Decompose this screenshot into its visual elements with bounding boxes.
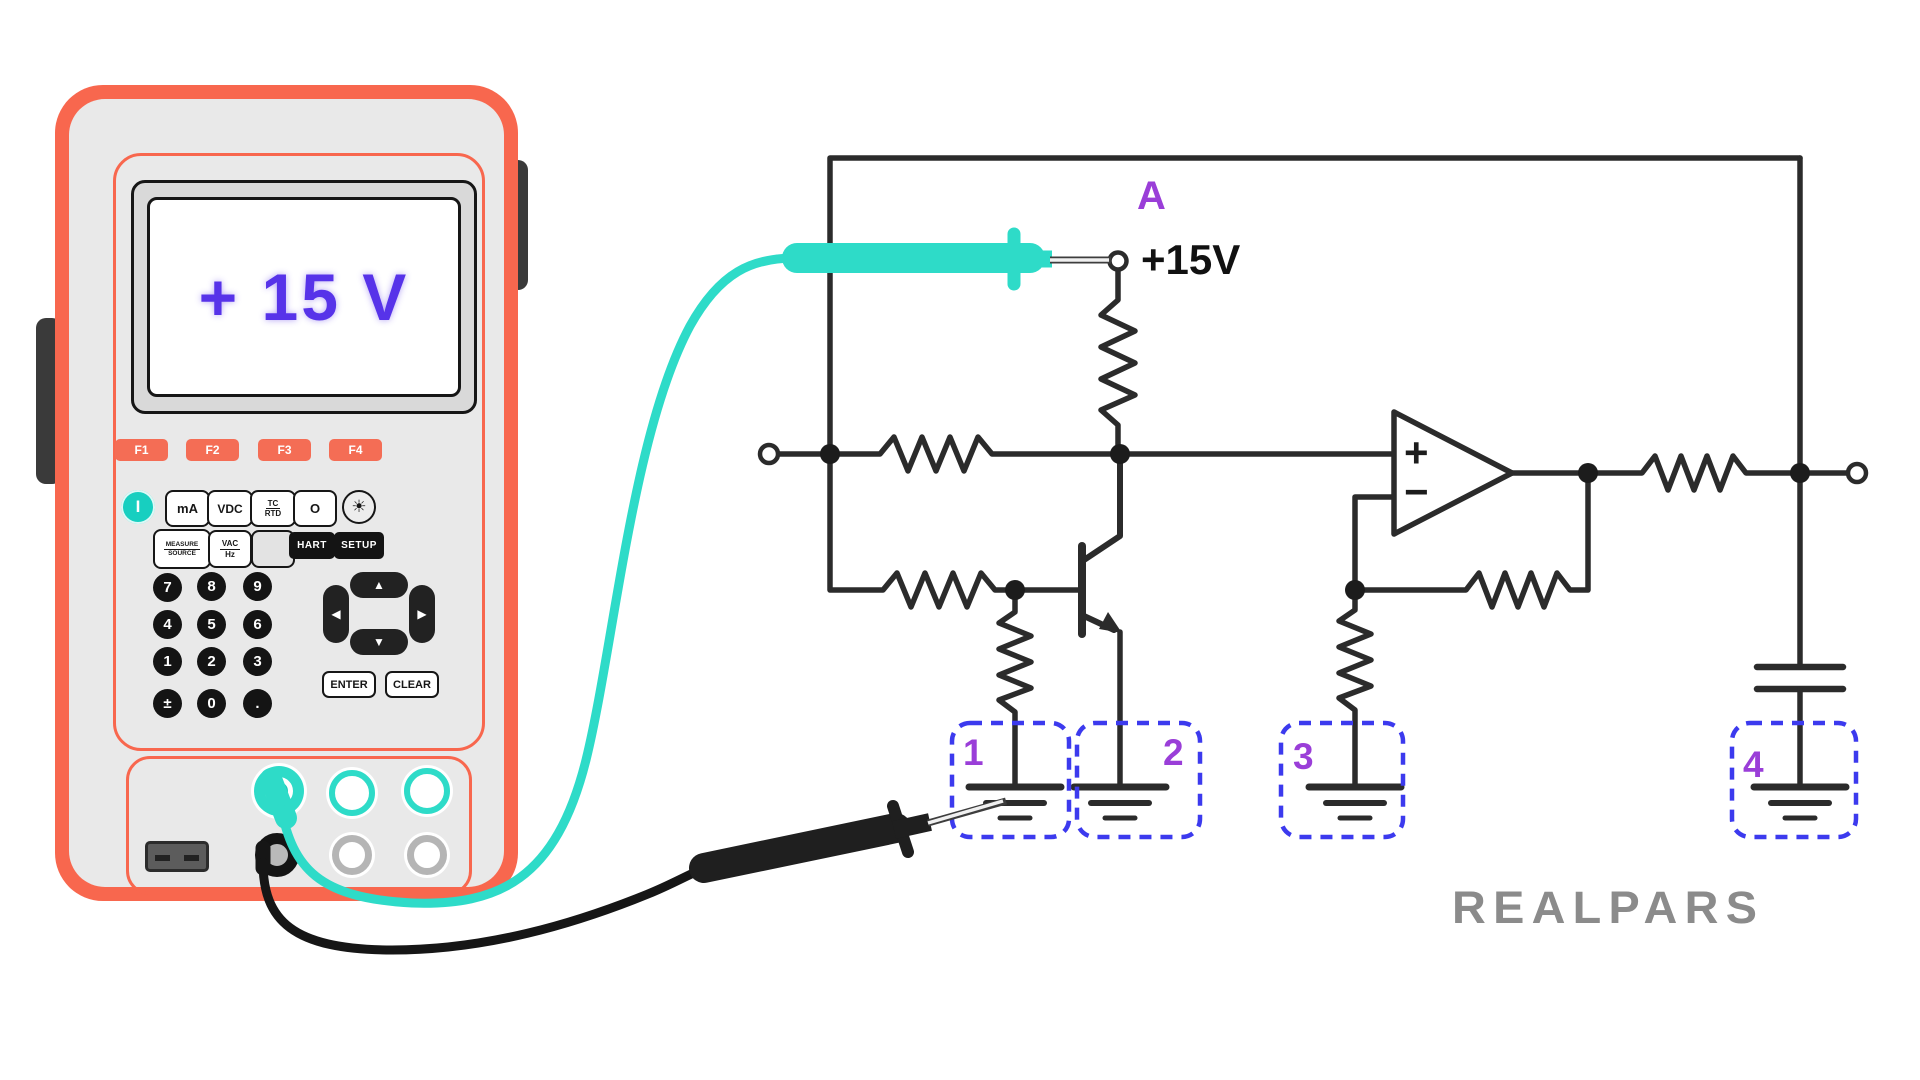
opamp-triangle — [1391, 409, 1515, 537]
input-terminal — [757, 442, 781, 466]
arrow-right-button[interactable]: ▶ — [409, 585, 435, 643]
key-3[interactable]: 3 — [243, 647, 272, 676]
transistor-emitter — [1081, 613, 1117, 633]
sun-icon: ☀ — [351, 497, 367, 516]
setup-button[interactable]: SETUP — [334, 532, 384, 559]
arrow-up-button[interactable]: ▲ — [350, 572, 408, 598]
dashed-box-4 — [1729, 720, 1859, 840]
power-button[interactable]: I — [121, 490, 155, 524]
ground-probe-collar — [887, 800, 914, 858]
ground-probe-tip — [927, 799, 1004, 825]
resistor-supply — [1098, 267, 1138, 457]
resistor-ground3 — [1336, 587, 1374, 790]
process-calibrator: + 15 V F1 F2 F3 F4 I mA VDC TC RTD O ☀ M… — [55, 85, 518, 901]
vac-hz-button[interactable]: VAC Hz — [208, 530, 252, 568]
transistor-collector — [1081, 451, 1123, 563]
enter-button[interactable]: ENTER — [322, 671, 376, 698]
circuit-wires — [775, 155, 1851, 790]
junction-dots — [820, 444, 1810, 600]
supply-test-point — [1107, 250, 1129, 272]
ground-highlight-boxes — [949, 720, 1859, 840]
softkey-f4[interactable]: F4 — [329, 439, 382, 461]
ground-4-symbol — [1750, 783, 1850, 821]
key-plusminus[interactable]: ± — [153, 689, 182, 718]
tc-rtd-button[interactable]: TC RTD — [250, 490, 296, 527]
resistor-input-bottom — [827, 451, 1085, 610]
key-9[interactable]: 9 — [243, 572, 272, 601]
ground-3-symbol — [1305, 783, 1405, 821]
ohms-button[interactable]: O — [293, 490, 337, 527]
vdc-button[interactable]: VDC — [207, 490, 253, 527]
ground-probe-body — [689, 813, 911, 883]
backlight-button[interactable]: ☀ — [342, 490, 376, 524]
arrow-left-icon: ◀ — [331, 607, 341, 621]
display-value: + 15 V — [198, 260, 410, 334]
voltage-lead-plug[interactable] — [254, 766, 304, 816]
measure-label: MEASURE — [163, 541, 201, 550]
jack-top-middle[interactable] — [329, 770, 375, 816]
top-rail-wire — [827, 155, 1803, 457]
ground-tag-2: 2 — [1163, 732, 1184, 773]
key-2[interactable]: 2 — [197, 647, 226, 676]
output-terminal — [1845, 461, 1869, 485]
ground-symbols — [965, 783, 1850, 821]
dashed-box-2 — [1074, 720, 1203, 840]
supply-voltage-label: +15V — [1141, 236, 1241, 283]
jack-bottom-middle[interactable] — [332, 835, 372, 875]
source-label: SOURCE — [168, 549, 196, 557]
arrow-up-icon: ▲ — [373, 578, 385, 592]
usb-port[interactable] — [145, 841, 209, 872]
ground-2-symbol — [1070, 783, 1170, 821]
jack-bottom-right[interactable] — [407, 835, 447, 875]
tc-label: TC — [265, 498, 281, 509]
arrow-left-button[interactable]: ◀ — [323, 585, 349, 643]
key-5[interactable]: 5 — [197, 610, 226, 639]
key-6[interactable]: 6 — [243, 610, 272, 639]
arrow-down-button[interactable]: ▼ — [350, 629, 408, 655]
softkey-f3[interactable]: F3 — [258, 439, 311, 461]
emitter-arrow — [1099, 612, 1122, 633]
display-bezel: + 15 V — [131, 180, 477, 414]
common-lead-plug[interactable] — [255, 833, 299, 877]
clear-button[interactable]: CLEAR — [385, 671, 439, 698]
dashed-box-1 — [949, 720, 1072, 840]
hz-label: Hz — [225, 549, 235, 559]
ground-tag-4: 4 — [1743, 744, 1764, 785]
key-7[interactable]: 7 — [153, 573, 182, 602]
ground-tag-3: 3 — [1293, 736, 1314, 777]
lcd-screen: + 15 V — [147, 197, 461, 397]
resistor-feedback — [1352, 470, 1591, 610]
opamp-minus-wire — [1352, 494, 1397, 593]
measure-source-button[interactable]: MEASURE SOURCE — [153, 529, 211, 569]
dashed-box-3 — [1278, 720, 1406, 840]
opamp-minus-input-label: − — [1404, 468, 1429, 515]
resistor-ground1 — [996, 587, 1034, 790]
softkey-f1[interactable]: F1 — [115, 439, 168, 461]
ground-tag-1: 1 — [963, 732, 984, 773]
calibrator-face: + 15 V F1 F2 F3 F4 I mA VDC TC RTD O ☀ M… — [69, 99, 504, 895]
key-0[interactable]: 0 — [197, 689, 226, 718]
resistor-output — [1509, 453, 1851, 493]
key-1[interactable]: 1 — [153, 647, 182, 676]
realpars-logo: REALPARS — [1452, 882, 1765, 933]
vac-label: VAC — [219, 539, 241, 550]
arrow-down-icon: ▼ — [373, 635, 385, 649]
key-4[interactable]: 4 — [153, 610, 182, 639]
softkey-f2[interactable]: F2 — [186, 439, 239, 461]
hart-button[interactable]: HART — [289, 532, 335, 559]
rtd-label: RTD — [264, 509, 282, 518]
arrow-right-icon: ▶ — [417, 607, 427, 621]
key-decimal[interactable]: . — [243, 689, 272, 718]
jack-top-right[interactable] — [404, 768, 450, 814]
ground-1-symbol — [965, 783, 1065, 821]
opamp-plus-input-label: + — [1404, 429, 1429, 476]
resistor-input-top — [827, 434, 1123, 474]
ma-button[interactable]: mA — [165, 490, 210, 527]
ground-probe-nose — [892, 813, 932, 839]
ground-probe-tip-outline — [927, 797, 1007, 827]
key-8[interactable]: 8 — [197, 572, 226, 601]
probe-point-label: A — [1137, 174, 1166, 218]
